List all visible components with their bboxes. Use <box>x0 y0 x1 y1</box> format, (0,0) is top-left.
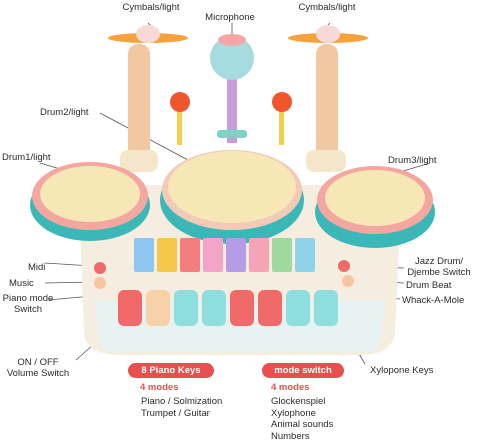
piano-mode-line: Trumpet / Guitar <box>141 407 210 419</box>
label-piano-mode-line2: Switch <box>14 304 42 315</box>
mode-switch-line: Numbers <box>271 430 310 442</box>
label-jazz-line2: Djembe Switch <box>407 267 471 278</box>
label-drum-beat: Drum Beat <box>406 280 452 291</box>
mode-switch-line: Glockenspiel <box>271 396 326 407</box>
piano-mode-line: Piano / Solmization <box>141 396 223 407</box>
label-drum1: Drum1/light <box>2 152 51 163</box>
label-xylophone-keys: Xylopone Keys <box>370 365 434 376</box>
label-drum3: Drum3/light <box>388 155 437 166</box>
label-midi: Midi <box>28 262 46 273</box>
label-microphone: Microphone <box>205 12 255 23</box>
label-music: Music <box>9 278 34 289</box>
label-onoff-line2: Volume Switch <box>6 368 70 379</box>
label-cymbals-right: Cymbals/light <box>298 2 356 13</box>
label-cymbals-left: Cymbals/light <box>122 2 180 13</box>
label-jazz-line1: Jazz Drum/ <box>414 256 464 267</box>
mode-switch-count: 4 modes <box>271 382 310 393</box>
label-whack-a-mole: Whack-A-Mole <box>402 295 465 306</box>
label-piano-mode-line1: Piano mode <box>2 293 54 304</box>
mode-switch-badge: mode switch <box>262 363 344 378</box>
label-jazz-drum-switch: Jazz Drum/ Djembe Switch <box>404 256 474 278</box>
piano-modes-list: Piano / Solmization Trumpet / Guitar <box>141 396 222 419</box>
label-onoff-line1: ON / OFF <box>17 357 59 368</box>
mode-switch-list: Glockenspiel Xylophone Animal sounds Num… <box>271 396 333 442</box>
label-piano-mode-switch: Piano mode Switch <box>0 293 56 315</box>
piano-keys-badge: 8 Piano Keys <box>128 363 214 378</box>
label-on-off-volume: ON / OFF Volume Switch <box>0 357 76 379</box>
mode-switch-line: Animal sounds <box>271 419 334 430</box>
label-drum2: Drum2/light <box>40 107 89 118</box>
mode-switch-line: Xylophone <box>271 407 316 419</box>
piano-modes-count: 4 modes <box>140 382 179 393</box>
